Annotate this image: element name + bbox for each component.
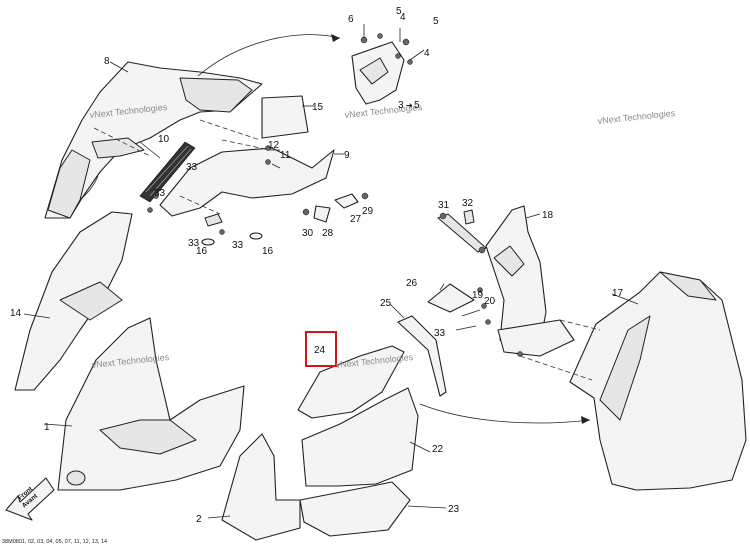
callout-22[interactable]: 22 — [432, 444, 444, 455]
watermark-text: vNext Technologies — [597, 108, 676, 126]
callout-12[interactable]: 12 — [268, 140, 280, 151]
callout-26[interactable]: 26 — [406, 278, 418, 289]
callout-15[interactable]: 15 — [312, 102, 324, 113]
callout-9[interactable]: 9 — [344, 150, 350, 161]
part-2-lower-nose[interactable] — [221, 433, 301, 541]
callout-33[interactable]: 33 — [434, 328, 446, 339]
callout-4[interactable]: 4 — [400, 12, 406, 23]
part-14-lower-side-panel[interactable] — [14, 211, 133, 391]
part-32-clip[interactable] — [463, 209, 475, 225]
callout-8[interactable]: 8 — [104, 56, 110, 67]
callout-33[interactable]: 33 — [186, 162, 198, 173]
callout-16[interactable]: 16 — [262, 246, 274, 257]
part-22-panel[interactable] — [301, 387, 419, 487]
callout-25[interactable]: 25 — [380, 298, 392, 309]
part-25-strip[interactable] — [397, 315, 447, 397]
part-18-bracket-frame[interactable] — [477, 205, 575, 357]
part-31-rod[interactable] — [437, 212, 487, 254]
callout-27[interactable]: 27 — [350, 214, 362, 225]
callout-29[interactable]: 29 — [362, 206, 374, 217]
part-8-upper-side-panel[interactable] — [44, 61, 263, 219]
callout-18[interactable]: 18 — [542, 210, 554, 221]
bracket-assembly-4-5-6[interactable] — [351, 33, 413, 105]
callout-30[interactable]: 30 — [302, 228, 314, 239]
part-10-grille[interactable] — [139, 141, 196, 203]
part-17-side-panel[interactable] — [569, 271, 747, 491]
arrow-symbol: ➔ — [406, 101, 413, 110]
callout-19[interactable]: 19 — [472, 290, 484, 301]
callout-33[interactable]: 33 — [188, 238, 200, 249]
callout-6[interactable]: 6 — [348, 14, 354, 25]
callout-28[interactable]: 28 — [322, 228, 334, 239]
callout-11[interactable]: 11 — [280, 150, 291, 161]
assembly-arrows — [79, 34, 591, 424]
callout-31[interactable]: 31 — [438, 200, 450, 211]
hardware-cluster-middle — [147, 145, 369, 246]
callout-10[interactable]: 10 — [158, 134, 170, 145]
callout-5[interactable]: 5 — [396, 6, 402, 17]
callout-5[interactable]: 5 — [414, 100, 420, 111]
leader-lines — [23, 24, 639, 519]
callout-1[interactable]: 1 — [44, 422, 50, 433]
callout-17[interactable]: 17 — [612, 288, 624, 299]
watermarks: vNext Technologies vNext Technologies vN… — [89, 102, 676, 370]
callout-3[interactable]: 3 — [398, 100, 404, 111]
part-26-bracket[interactable] — [427, 283, 475, 313]
callout-2[interactable]: 2 — [196, 514, 202, 525]
callout-labels: 1 2 3 4 4 5 ➔ 5 5 6 8 9 10 11 12 14 15 1… — [10, 6, 624, 525]
callout-24[interactable]: 24 — [314, 345, 326, 356]
callout-33[interactable]: 33 — [232, 240, 244, 251]
part-15-panel[interactable] — [261, 95, 309, 139]
callout-14[interactable]: 14 — [10, 308, 22, 319]
part-23-bottom-panel[interactable] — [299, 481, 411, 537]
callout-33[interactable]: 33 — [154, 188, 166, 199]
callout-20[interactable]: 20 — [484, 296, 496, 307]
callout-5[interactable]: 5 — [433, 16, 439, 27]
callout-4[interactable]: 4 — [424, 48, 430, 59]
front-direction-arrow — [5, 477, 55, 521]
callout-16[interactable]: 16 — [196, 246, 208, 257]
callout-24-highlight-box — [305, 331, 337, 367]
drawing-code: 38M0801, 02, 03, 04, 05, 07, 11, 12, 13,… — [2, 539, 107, 545]
callout-23[interactable]: 23 — [448, 504, 460, 515]
part-9-inner-trim[interactable] — [159, 147, 335, 217]
part-1-nose-panel[interactable] — [57, 317, 245, 491]
callout-32[interactable]: 32 — [462, 198, 474, 209]
